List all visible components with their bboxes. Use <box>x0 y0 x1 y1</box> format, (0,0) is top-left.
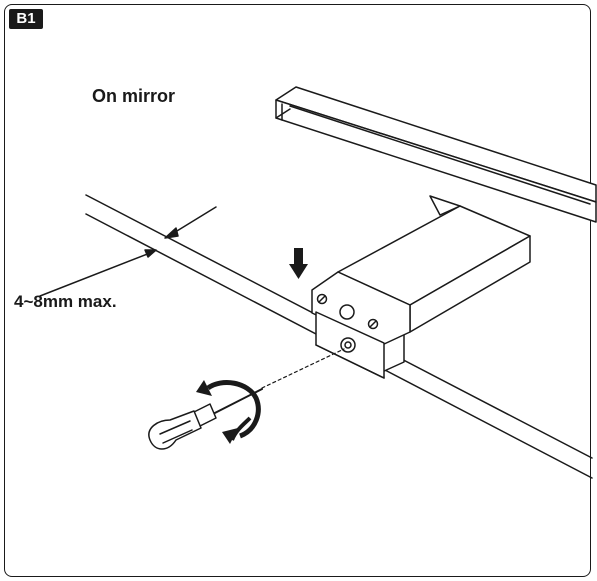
screw-icon <box>340 337 356 353</box>
down-arrow-icon <box>289 248 308 279</box>
step-badge: B1 <box>9 9 43 29</box>
diagram-frame <box>4 4 591 577</box>
caption-label: On mirror <box>92 86 176 106</box>
dimension-label: 4~8mm max. <box>14 292 117 311</box>
light-bar <box>275 86 597 223</box>
mounting-bracket <box>311 195 531 379</box>
thickness-dimension <box>39 206 217 297</box>
rotation-arrow-icon <box>196 380 261 444</box>
screwdriver-icon <box>148 388 263 450</box>
guide-line <box>261 348 345 389</box>
